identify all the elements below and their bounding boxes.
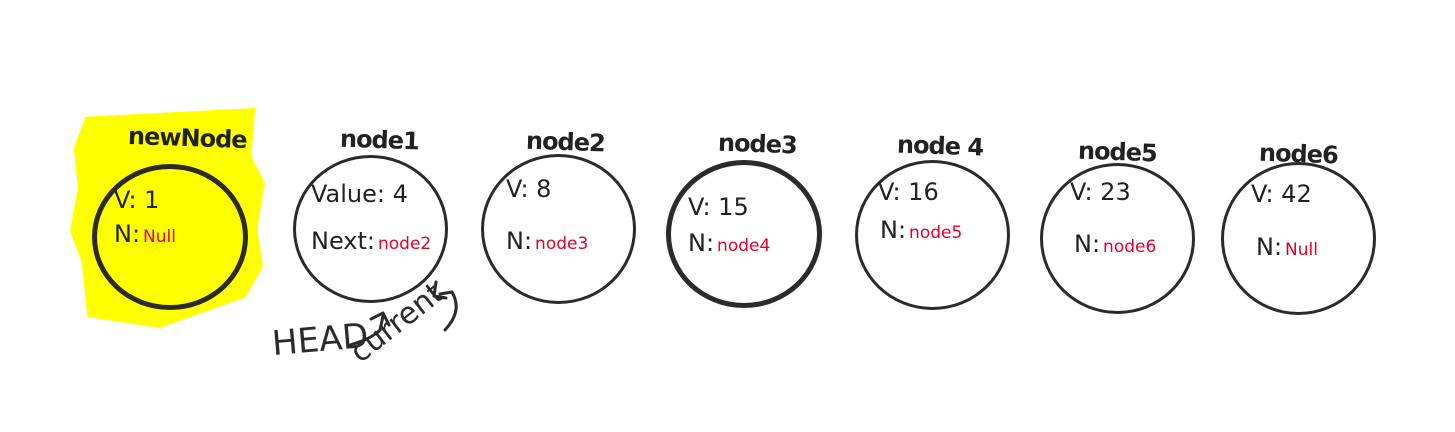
node1-next: Next:node2 xyxy=(311,227,431,255)
node4-circle xyxy=(855,160,1010,310)
node2-value: V: 8 xyxy=(506,175,552,203)
newnode-circle xyxy=(92,164,248,310)
node6-next-ref: Null xyxy=(1285,240,1318,260)
head-arrowhead xyxy=(369,311,391,327)
node3-next: N:node4 xyxy=(688,229,770,257)
newnode-next-label: N: xyxy=(114,220,141,248)
node5-circle xyxy=(1040,163,1195,314)
node1-next-label: Next: xyxy=(311,227,375,255)
node1-circle xyxy=(293,155,448,303)
node5-next: N:node6 xyxy=(1074,230,1156,258)
current-arrow xyxy=(438,290,458,332)
newnode-value: V: 1 xyxy=(114,186,160,214)
node2-next-label: N: xyxy=(506,227,533,255)
node1-value: Value: 4 xyxy=(311,180,408,208)
node2-circle xyxy=(481,154,636,304)
node6-value: V: 42 xyxy=(1251,180,1312,208)
node2-next-ref: node3 xyxy=(535,234,589,254)
newnode-next: N:Null xyxy=(114,220,176,248)
node4-value: V: 16 xyxy=(878,178,939,206)
head-arrow xyxy=(348,314,385,347)
node1-next-ref: node2 xyxy=(378,234,432,254)
node5-value: V: 23 xyxy=(1070,178,1131,206)
node5-next-ref: node6 xyxy=(1103,237,1157,257)
node6-next-label: N: xyxy=(1256,233,1283,261)
node3-next-label: N: xyxy=(688,229,715,257)
node4-next-ref: node5 xyxy=(909,223,963,243)
node5-next-label: N: xyxy=(1074,230,1101,258)
node4-next-label: N: xyxy=(880,216,907,244)
node6-next: N:Null xyxy=(1256,233,1318,261)
node3-circle xyxy=(666,160,822,308)
node4-next: N:node5 xyxy=(880,216,962,244)
current-arrowhead xyxy=(432,280,448,300)
node6-circle xyxy=(1221,162,1376,315)
newnode-next-ref: Null xyxy=(143,227,176,247)
node2-next: N:node3 xyxy=(506,227,588,255)
node3-value: V: 15 xyxy=(688,193,749,221)
node3-next-ref: node4 xyxy=(717,236,771,256)
